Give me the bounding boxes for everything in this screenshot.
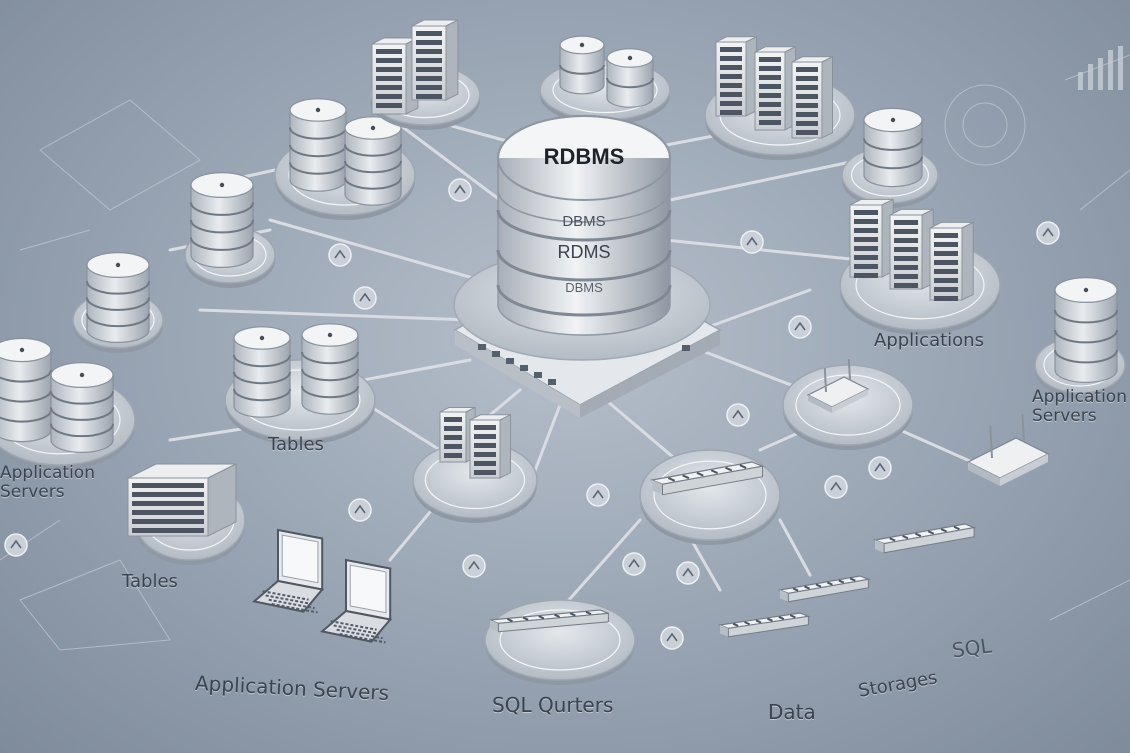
document-icon bbox=[649, 461, 765, 496]
document-icon bbox=[777, 575, 871, 603]
server-rack-icon bbox=[371, 37, 419, 115]
node-badge-icon bbox=[824, 475, 848, 499]
node-badge-icon bbox=[676, 561, 700, 585]
document-icon bbox=[872, 523, 977, 554]
server-rack-icon bbox=[849, 198, 894, 278]
hub-band-2: RDMS bbox=[558, 242, 611, 262]
label-sql-queries: SQL Qurters bbox=[492, 693, 614, 717]
label-data: Data bbox=[768, 700, 816, 724]
label-tables-mid: Tables bbox=[268, 434, 324, 455]
router-icon bbox=[966, 413, 1050, 486]
node-platform bbox=[484, 599, 636, 685]
database-icon bbox=[301, 323, 359, 415]
node-badge-icon bbox=[353, 286, 377, 310]
database-icon bbox=[559, 35, 605, 95]
node-badge-icon bbox=[4, 533, 28, 557]
connection-line bbox=[778, 518, 812, 577]
laptop-icon bbox=[252, 528, 325, 614]
connection-line bbox=[663, 238, 862, 262]
node-badge-icon bbox=[788, 315, 812, 339]
database-icon bbox=[50, 362, 114, 453]
label-application-servers-left: Application Servers bbox=[0, 463, 95, 502]
nodes bbox=[0, 19, 1126, 685]
node-badge-icon bbox=[660, 626, 684, 650]
database-icon bbox=[190, 172, 254, 268]
database-icon bbox=[1054, 277, 1118, 383]
server-rack-icon bbox=[889, 208, 934, 290]
switch-icon bbox=[478, 344, 690, 385]
node-badges bbox=[4, 178, 1060, 650]
node-badge-icon bbox=[328, 243, 352, 267]
node-platform bbox=[782, 364, 914, 450]
database-icon bbox=[233, 326, 291, 418]
node-badge-icon bbox=[740, 230, 764, 254]
label-tables-left: Tables bbox=[122, 571, 178, 592]
connection-line bbox=[558, 518, 642, 612]
database-icon bbox=[344, 116, 402, 206]
connection-line bbox=[668, 158, 862, 202]
node-badge-icon bbox=[348, 498, 372, 522]
label-applications: Applications bbox=[874, 330, 984, 351]
rdbms-hub[interactable]: RDBMS DBMS RDMS DBMS bbox=[453, 115, 722, 418]
database-icon bbox=[606, 48, 654, 108]
connection-line bbox=[698, 288, 812, 332]
database-icon bbox=[289, 98, 347, 192]
document-icon bbox=[717, 612, 811, 638]
server-rack-icon bbox=[411, 19, 459, 101]
database-icon bbox=[0, 337, 52, 443]
connection-line bbox=[268, 218, 482, 282]
hub-base-side bbox=[455, 330, 580, 418]
document-icon bbox=[489, 609, 609, 633]
database-icon bbox=[863, 107, 923, 188]
server-rack-icon bbox=[929, 221, 974, 301]
node-badge-icon bbox=[1036, 221, 1060, 245]
node-badge-icon bbox=[462, 554, 486, 578]
node-badge-icon bbox=[586, 483, 610, 507]
server-rack-icon bbox=[469, 413, 511, 479]
database-icon bbox=[86, 252, 150, 343]
connection-line bbox=[198, 308, 472, 322]
hub-band-1: DBMS bbox=[562, 213, 605, 230]
server-rack-icon bbox=[754, 45, 796, 131]
node-badge-icon bbox=[448, 178, 472, 202]
label-application-servers-right: Application Servers bbox=[1032, 388, 1127, 426]
connection-line bbox=[398, 123, 502, 202]
node-badge-icon bbox=[622, 552, 646, 576]
laptop-icon bbox=[320, 558, 393, 644]
bar-graphic-icon bbox=[1078, 46, 1123, 90]
server-rack-icon bbox=[715, 35, 757, 117]
router-icon bbox=[806, 358, 870, 413]
hub-title: RDBMS bbox=[544, 144, 625, 169]
server-rack-icon bbox=[791, 55, 833, 139]
node-badge-icon bbox=[868, 456, 892, 480]
hub-band-3: DBMS bbox=[565, 280, 603, 295]
server-rack-icon bbox=[127, 463, 237, 537]
node-badge-icon bbox=[726, 403, 750, 427]
